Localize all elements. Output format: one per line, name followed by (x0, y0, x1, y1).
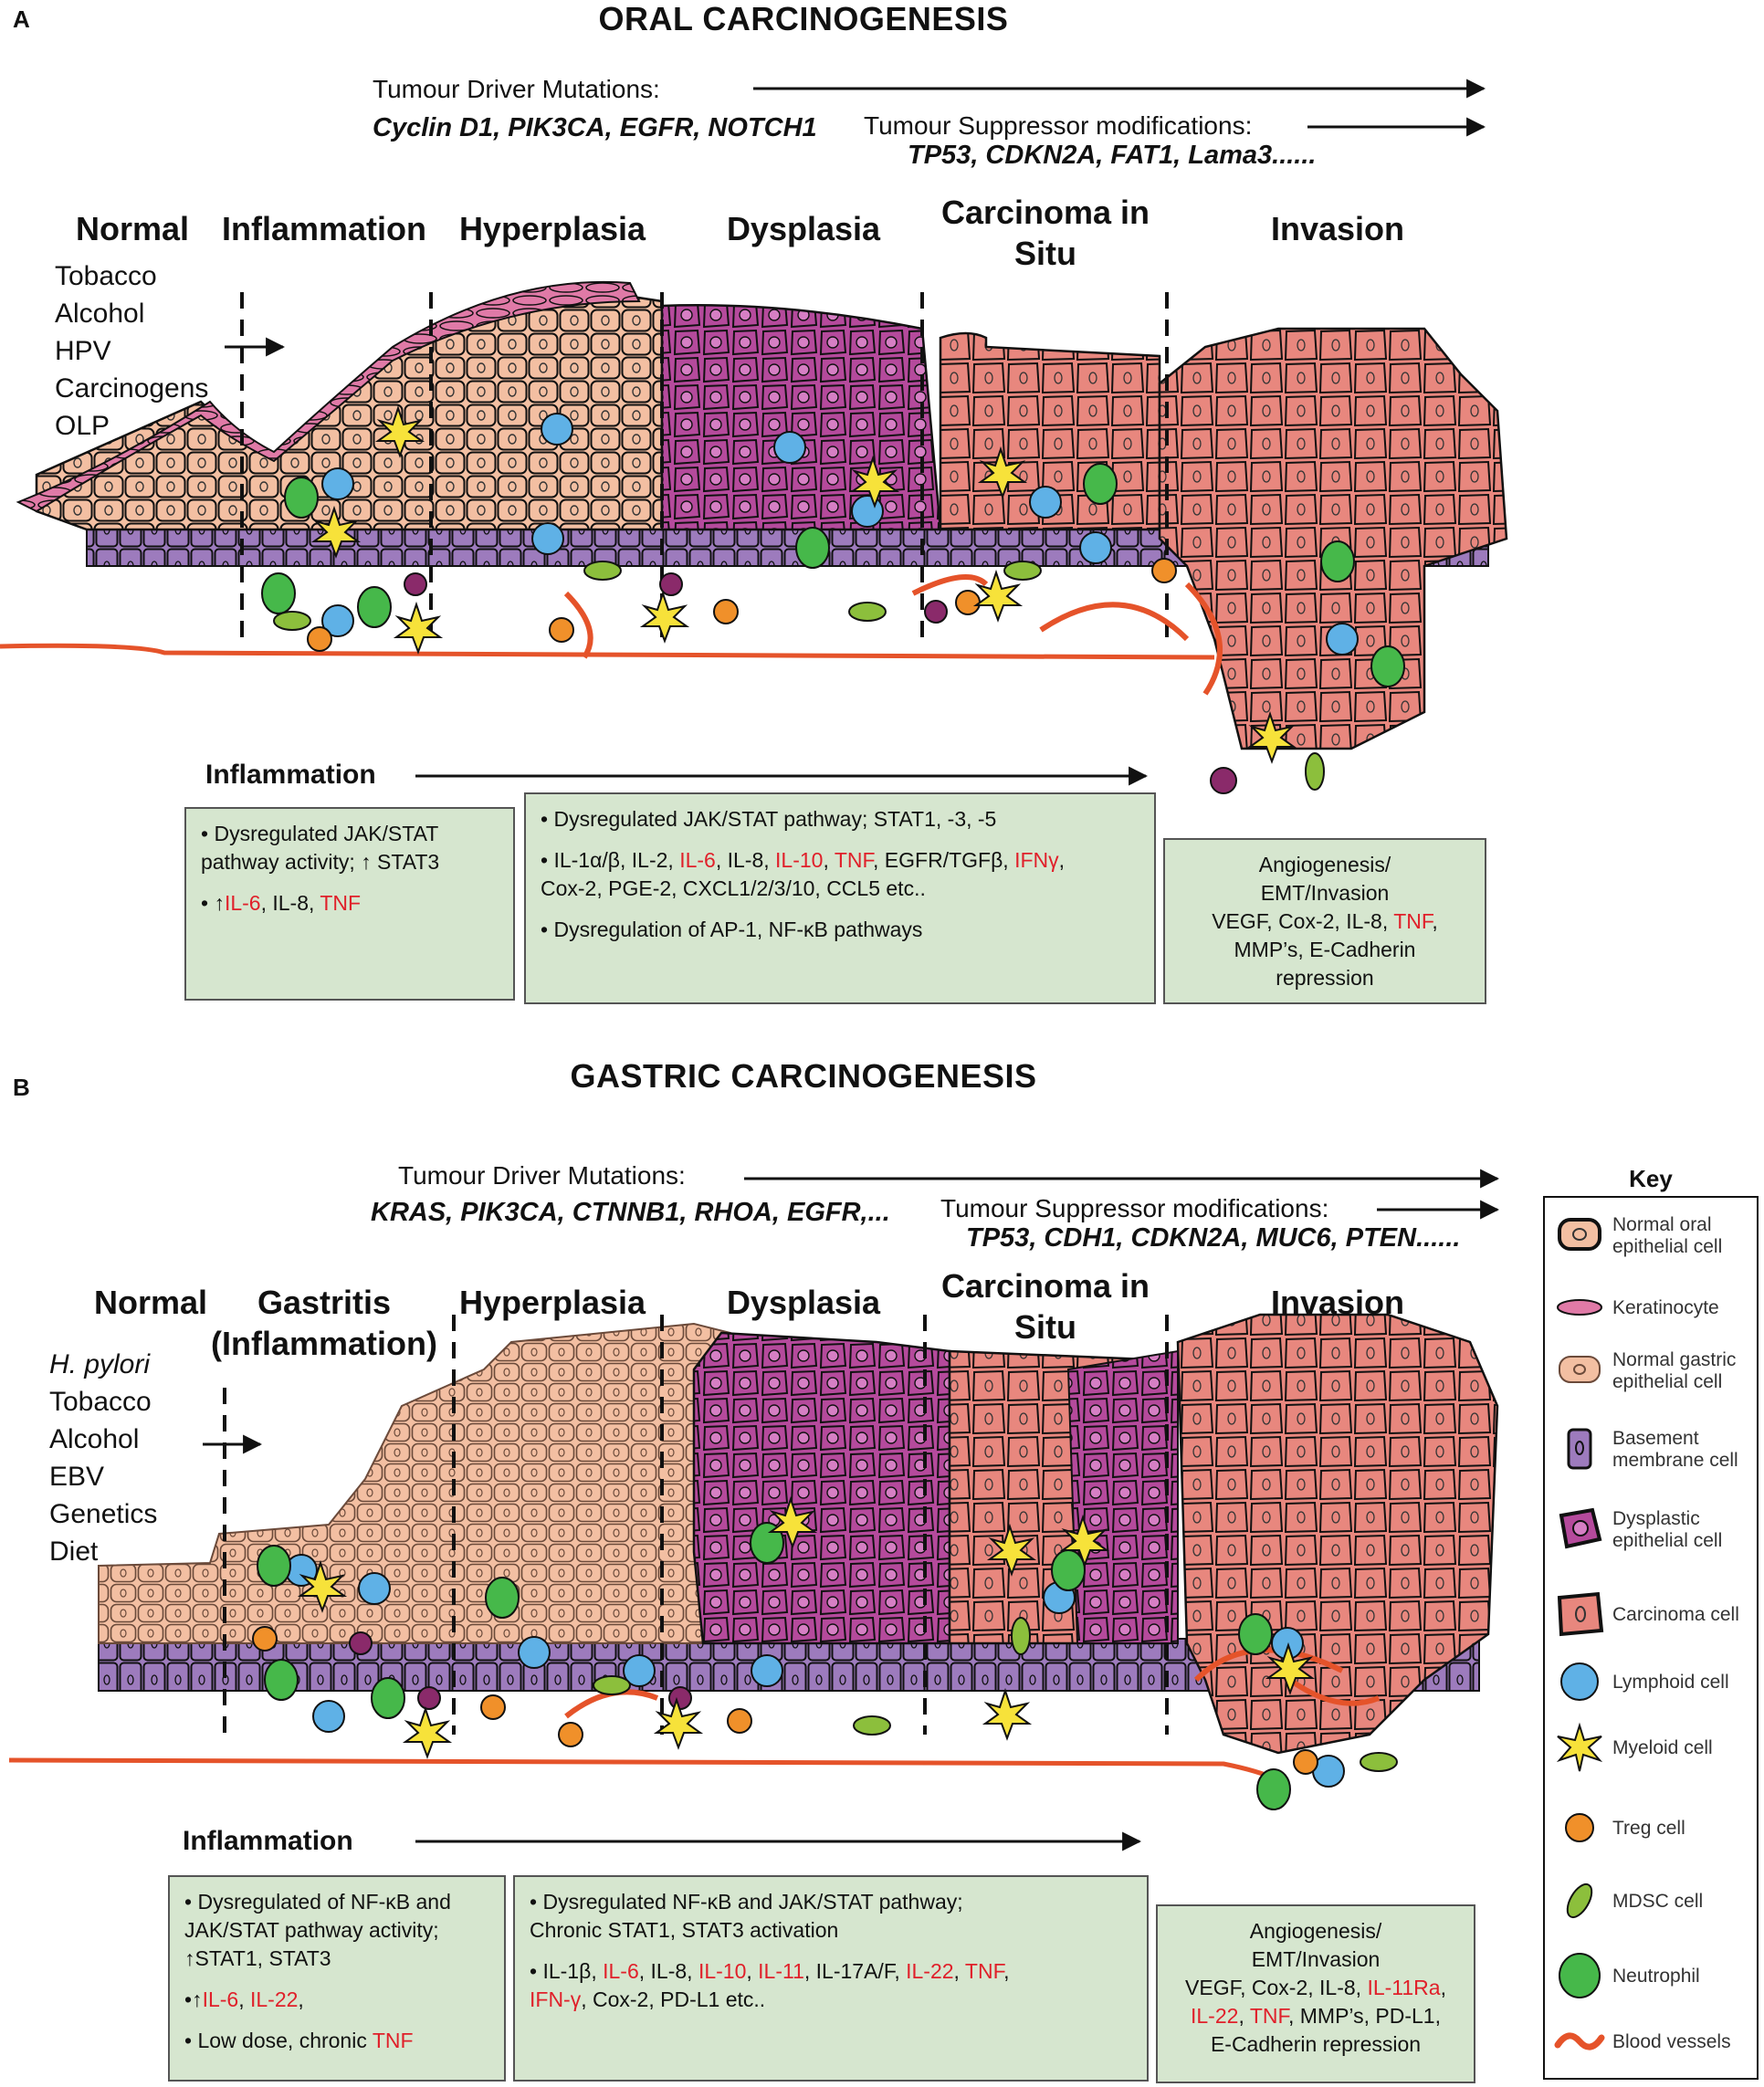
box-bullet: • Dysregulated JAK/STAT pathway; STAT1, … (541, 807, 997, 831)
panel-b-box-invasion: Angiogenesis/ EMT/Invasion VEGF, Cox-2, … (1156, 1904, 1475, 2083)
blood-vessel-icon (1554, 2032, 1605, 2050)
key-item-blood-vessels: Blood vessels (1545, 2016, 1757, 2074)
panel-a-letter: A (13, 5, 30, 33)
panel-a-tissue-diagram (0, 79, 1508, 794)
key-item-lymphoid: Lymphoid cell (1545, 1656, 1757, 1715)
box-bullet: • Dysregulated NF-κB and JAK/STAT pathwa… (530, 1890, 963, 1943)
risk-factor: Alcohol (55, 299, 145, 329)
panel-a-inflammation-title: Inflammation (205, 760, 376, 790)
risk-factor: Diet (49, 1536, 99, 1567)
risk-factor: Tobacco (49, 1387, 152, 1417)
panel-b-stage-gastritis: Gastritis (Inflammation) (211, 1284, 437, 1362)
panel-b-stage-hyperplasia: Hyperplasia (458, 1284, 646, 1321)
panel-b-suppressor-label: Tumour Suppressor modifications: (940, 1194, 1329, 1222)
mdsc-cell-icon (1566, 1882, 1593, 1919)
key-item-treg: Treg cell (1545, 1802, 1757, 1861)
panel-a-box-invasion: Angiogenesis/ EMT/Invasion VEGF, Cox-2, … (1163, 838, 1486, 1004)
key-item-dysplastic: Dysplastic epithelial cell (1545, 1503, 1757, 1561)
key-item-myeloid: Myeloid cell (1545, 1722, 1757, 1780)
panel-a-driver-genes: Cyclin D1, PIK3CA, EGFR, NOTCH1 (373, 113, 817, 142)
basement-membrane-cell-icon (1567, 1428, 1592, 1470)
panel-a-box-progression: • Dysregulated JAK/STAT pathway; STAT1, … (524, 792, 1156, 1004)
panel-a-risk-factors: Tobacco Alcohol HPV Carcinogens OLP (55, 257, 208, 445)
risk-factor: H. pylori (49, 1349, 151, 1379)
normal-oral-cell-icon (1558, 1218, 1601, 1251)
normal-gastric-cell-icon (1559, 1356, 1601, 1383)
risk-factor: OLP (55, 411, 110, 441)
box-bullet: •↑IL-6, IL-22, (184, 1987, 304, 2012)
panel-b-stage-normal: Normal (93, 1284, 208, 1321)
risk-factor: HPV (55, 336, 111, 366)
panel-b-stage-dysplasia: Dysplasia (726, 1284, 881, 1321)
risk-factor: Alcohol (49, 1424, 140, 1454)
box-bullet: • IL-1α/β, IL-2, IL-6, IL-8, IL-10, TNF,… (541, 848, 1066, 901)
panel-a-stage-invasion: Invasion (1270, 210, 1405, 247)
risk-factor: Genetics (49, 1499, 158, 1529)
risk-factor: Tobacco (55, 261, 157, 291)
panel-b-tissue-diagram (8, 1169, 1500, 1851)
panel-a-stage-cis: Carcinoma in Situ (940, 194, 1150, 272)
dysplastic-cell-icon (1559, 1507, 1602, 1549)
keratinocyte-icon (1557, 1299, 1602, 1316)
key-item-keratinocyte: Keratinocyte (1545, 1282, 1757, 1340)
risk-factor: Carcinogens (55, 373, 209, 404)
neutrophil-icon (1559, 1953, 1601, 1998)
treg-cell-icon (1565, 1813, 1594, 1842)
panel-a-box-early: • Dysregulated JAK/STAT pathway activity… (184, 807, 515, 1001)
key-title: Key (1629, 1165, 1673, 1192)
panel-b-box-progression: • Dysregulated NF-κB and JAK/STAT pathwa… (513, 1875, 1149, 2082)
lymphoid-cell-icon (1560, 1662, 1599, 1701)
box-bullet: • Dysregulation of AP-1, NF-κB pathways (541, 918, 923, 942)
key-item-basement: Basement membrane cell (1545, 1422, 1757, 1481)
key-item-normal-gastric: Normal gastric epithelial cell (1545, 1344, 1757, 1402)
panel-a-stage-normal: Normal (75, 210, 190, 247)
key-item-neutrophil: Neutrophil (1545, 1950, 1757, 2008)
key-item-normal-oral: Normal oral epithelial cell (1545, 1209, 1757, 1267)
panel-b-risk-factors: H. pylori Tobacco Alcohol EBV Genetics D… (49, 1346, 157, 1570)
panel-a-driver-label: Tumour Driver Mutations: (373, 75, 660, 103)
panel-a-stage-dysplasia: Dysplasia (726, 210, 881, 247)
box-bullet: • ↑IL-6, IL-8, TNF (201, 891, 362, 916)
panel-b-inflammation-title: Inflammation (183, 1826, 353, 1856)
panel-b-letter: B (13, 1074, 30, 1101)
risk-factor: EBV (49, 1462, 105, 1492)
key-item-carcinoma: Carcinoma cell (1545, 1589, 1757, 1647)
panel-a-stage-inflammation: Inflammation (221, 210, 426, 247)
box-bullet: • IL-1β, IL-6, IL-8, IL-10, IL-11, IL-17… (530, 1959, 1010, 2012)
panel-b-suppressor-genes: TP53, CDH1, CDKN2A, MUC6, PTEN...... (966, 1223, 1461, 1253)
box-bullet: • Dysregulated JAK/STAT pathway activity… (201, 822, 440, 875)
panel-a-title: ORAL CARCINOGENESIS (598, 0, 1009, 37)
panel-a-suppressor-genes: TP53, CDKN2A, FAT1, Lama3...... (908, 141, 1317, 170)
carcinoma-cell-icon (1557, 1591, 1604, 1637)
panel-b-driver-genes: KRAS, PIK3CA, CTNNB1, RHOA, EGFR,... (371, 1198, 890, 1227)
panel-a-stage-hyperplasia: Hyperplasia (458, 210, 646, 247)
panel-b-title: GASTRIC CARCINOGENESIS (570, 1057, 1037, 1095)
box-bullet: • Low dose, chronic TNF (184, 2029, 414, 2053)
key-legend: Normal oral epithelial cell Keratinocyte… (1543, 1196, 1759, 2080)
panel-a-suppressor-label: Tumour Suppressor modifications: (864, 111, 1253, 140)
key-item-mdsc: MDSC cell (1545, 1875, 1757, 1934)
panel-b-stage-cis: Carcinoma in Situ (940, 1267, 1150, 1346)
myeloid-cell-icon (1556, 1722, 1603, 1772)
panel-b-driver-label: Tumour Driver Mutations: (398, 1161, 686, 1190)
